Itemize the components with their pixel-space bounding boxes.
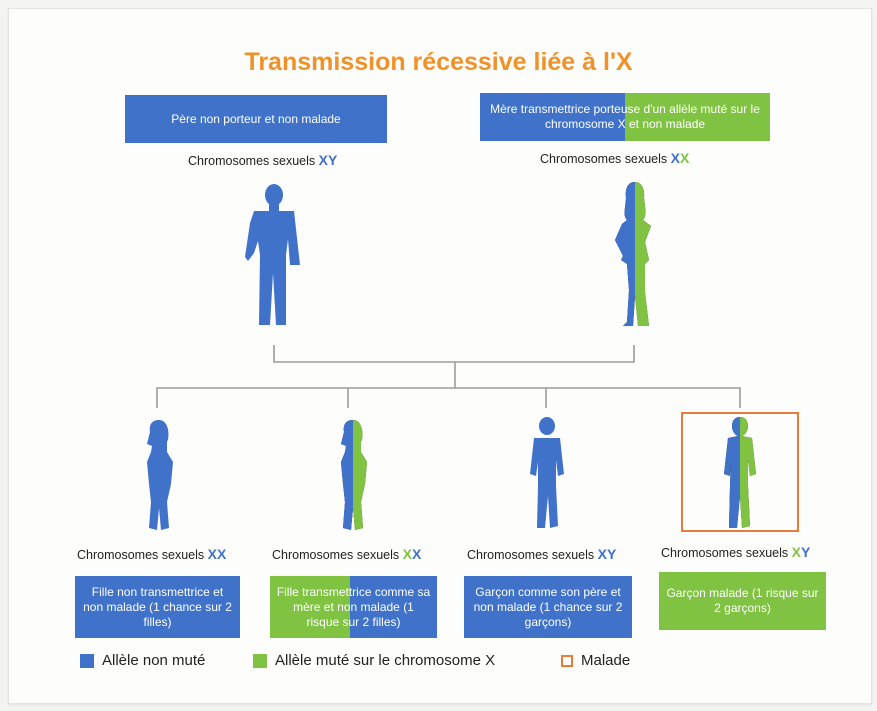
legend-mutated: Allèle muté sur le chromosome X <box>253 652 495 669</box>
father-chromosome-y: Y <box>327 152 338 168</box>
father-label-box: Père non porteur et non malade <box>125 95 387 143</box>
ill-swatch <box>561 654 573 667</box>
father-chromosome-x: X <box>318 152 328 168</box>
legend-non-mutated: Allèle non muté <box>80 652 205 669</box>
child-2-chromosomes: Chromosomes sexuels XX <box>272 546 422 562</box>
child-2-label-box: Fille transmettrice comme sa mère et non… <box>270 576 437 638</box>
daughter-2-silhouette <box>341 420 367 530</box>
child-1-label-box: Fille non transmettrice et non malade (1… <box>75 576 240 638</box>
son-2-silhouette <box>724 417 756 528</box>
child-4-chromosomes: Chromosomes sexuels XY <box>661 544 811 560</box>
mother-chromosome-x2: X <box>679 150 690 166</box>
father-chromosomes: Chromosomes sexuels XY <box>188 152 338 168</box>
child-2-label: Fille transmettrice comme sa mère et non… <box>276 584 431 629</box>
child-3-label: Garçon comme son père et non malade (1 c… <box>473 584 623 629</box>
child-1-label: Fille non transmettrice et non malade (1… <box>83 584 232 629</box>
daughter-1-silhouette <box>147 420 173 530</box>
child-3-label-box: Garçon comme son père et non malade (1 c… <box>464 576 632 638</box>
non-mutated-swatch <box>80 653 94 668</box>
child-1-chromosomes: Chromosomes sexuels XX <box>77 546 227 562</box>
mother-label-box: Mère transmettrice porteuse d'un allèle … <box>480 93 770 141</box>
child-4-label: Garçon malade (1 risque sur 2 garçons) <box>666 586 819 615</box>
mother-chromosomes: Chromosomes sexuels XX <box>540 150 690 166</box>
mutated-swatch <box>253 653 267 668</box>
child-3-chromosomes: Chromosomes sexuels XY <box>467 546 617 562</box>
ill-highlight-frame <box>681 412 799 532</box>
legend-ill: Malade <box>561 652 630 669</box>
son-1-silhouette <box>530 417 564 528</box>
mother-silhouette <box>615 182 651 326</box>
mother-label: Mère transmettrice porteuse d'un allèle … <box>490 102 760 131</box>
father-label: Père non porteur et non malade <box>171 111 341 126</box>
diagram-title: Transmission récessive liée à l'X <box>244 48 633 76</box>
father-silhouette <box>245 184 300 325</box>
mother-chromosome-x1: X <box>670 150 680 166</box>
child-4-label-box: Garçon malade (1 risque sur 2 garçons) <box>659 572 826 630</box>
